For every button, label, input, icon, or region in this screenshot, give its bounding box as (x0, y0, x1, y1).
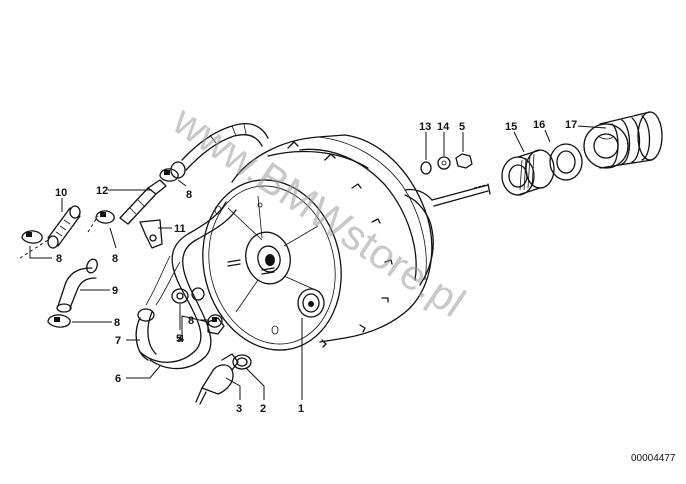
brake-booster (202, 134, 491, 351)
callout-2: 2 (260, 403, 266, 415)
callout-labels: 1 2 3 4 5 5 6 7 8 8 8 8 8 9 10 11 12 13 … (55, 119, 577, 415)
callout-3: 3 (236, 403, 242, 415)
vacuum-hose-lower (135, 201, 237, 370)
callout-17: 17 (565, 119, 577, 131)
callout-8-left: 8 (56, 253, 62, 265)
callout-5-lower: 5 (176, 333, 182, 345)
callout-10: 10 (55, 187, 67, 199)
callout-8-right: 8 (188, 315, 194, 327)
callout-11: 11 (174, 223, 186, 235)
leader-lines (19, 125, 607, 400)
callout-9: 9 (112, 285, 118, 297)
diagram-code: 00004477 (631, 453, 676, 464)
small-hose (47, 205, 81, 249)
callout-16: 16 (533, 119, 545, 131)
callout-6: 6 (115, 373, 121, 385)
washers-nut (420, 153, 473, 175)
callout-5-upper: 5 (459, 121, 465, 133)
seal-ring (232, 354, 252, 370)
fitting-connector (119, 179, 167, 225)
callout-12: 12 (96, 185, 108, 197)
callout-8-mid: 8 (112, 253, 118, 265)
filter-element (501, 149, 555, 196)
callout-7: 7 (115, 335, 121, 347)
grommet (171, 287, 225, 335)
callout-13: 13 (419, 121, 431, 133)
callout-8-top: 8 (186, 189, 192, 201)
callout-8-lower: 8 (114, 317, 120, 329)
callout-14: 14 (437, 121, 450, 133)
elbow-hose (56, 258, 98, 313)
bellows-boot (583, 111, 663, 169)
retaining-ring (549, 143, 583, 181)
bracket (139, 219, 163, 249)
callout-1: 1 (298, 403, 304, 415)
callout-4: 4 (178, 333, 185, 345)
check-valve (195, 353, 239, 405)
callout-15: 15 (505, 121, 517, 133)
